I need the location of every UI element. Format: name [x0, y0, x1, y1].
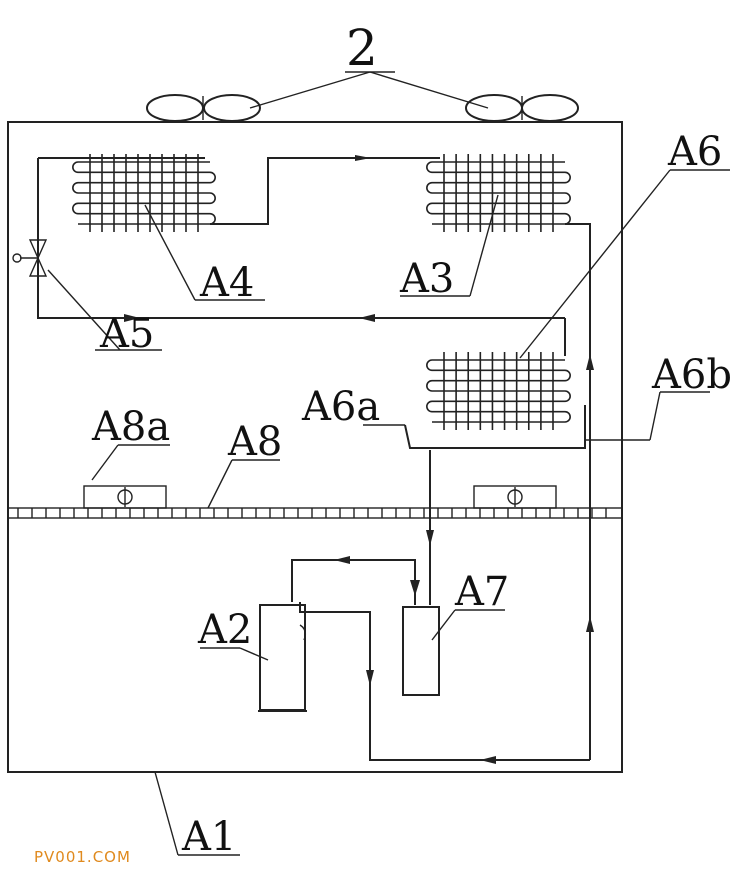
evaporator-coil: [426, 352, 571, 430]
label-fan: 2: [346, 19, 378, 77]
label-a6b: A6b: [651, 352, 732, 398]
receiver: [402, 606, 440, 696]
labels: 2 A4 A3 A6 A5 A6b A6a A8a A8 A7 A2 A1: [91, 19, 732, 860]
fan-leader-lines: [249, 71, 489, 109]
cabinet-outline: [7, 121, 623, 773]
label-a3: A3: [399, 256, 454, 302]
flow-arrows: [124, 155, 594, 764]
fan-right: [465, 94, 579, 122]
drip-tray: [404, 405, 586, 449]
label-a1: A1: [181, 814, 236, 860]
expansion-valve: [12, 239, 48, 277]
shelf-bracket-left: [83, 485, 167, 509]
label-a6: A6: [667, 129, 722, 175]
label-a6a: A6a: [301, 384, 380, 430]
fan-left: [146, 94, 261, 122]
condenser-left-coil: [72, 154, 216, 232]
refrigerant-piping: [37, 157, 591, 761]
watermark: PV001.COM: [34, 848, 131, 866]
label-a8: A8: [227, 419, 282, 465]
label-a5: A5: [99, 311, 154, 357]
label-a4: A4: [199, 260, 254, 306]
label-a2: A2: [197, 607, 252, 653]
label-a8a: A8a: [91, 404, 170, 450]
compressor: [258, 604, 307, 712]
shelf-bracket-right: [473, 485, 557, 509]
shelf: [7, 507, 623, 519]
leader-lines: [47, 169, 730, 856]
condenser-right-coil: [426, 154, 571, 232]
label-a7: A7: [454, 569, 509, 615]
